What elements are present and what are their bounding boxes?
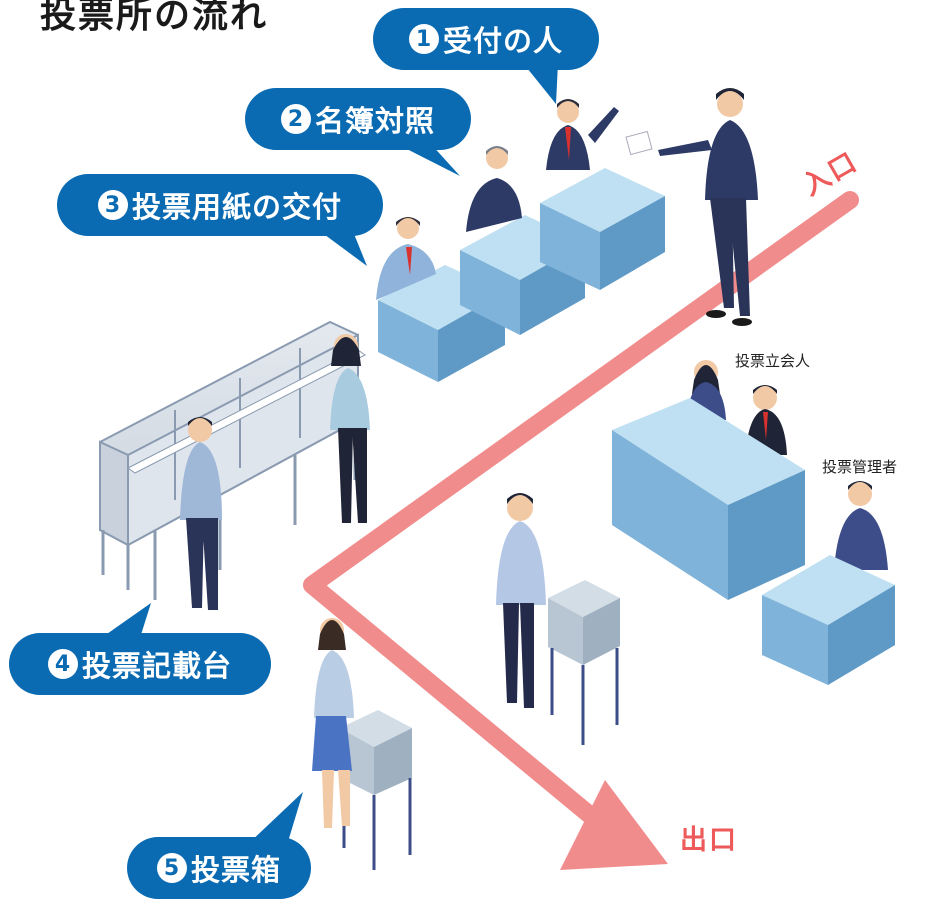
step-label: 投票記載台 [81, 649, 232, 683]
step-number: 5 [156, 853, 187, 883]
route-path [303, 191, 859, 870]
booth-voters [180, 334, 370, 610]
exit-arrowhead [560, 780, 668, 870]
step-number: 2 [280, 104, 311, 134]
step-bubble-5: 5 投票箱 [127, 792, 311, 899]
step-bubble-1: 1 受付の人 [373, 8, 599, 104]
step-label: 投票用紙の交付 [131, 190, 342, 224]
step-bubble-3: 3 投票用紙の交付 [57, 174, 383, 266]
official-tables [612, 360, 895, 685]
bubble-shape [245, 88, 471, 176]
witness-label: 投票立会人 [735, 352, 811, 370]
bubble-shape [9, 603, 271, 695]
entering-voter [625, 88, 758, 326]
step-bubble-2: 2 名簿対照 [245, 88, 471, 176]
step-label: 投票箱 [190, 853, 281, 887]
ballot-voters [312, 493, 546, 828]
voting-booths [99, 320, 366, 600]
step-bubble-4: 4 投票記載台 [9, 603, 271, 695]
step-number: 3 [97, 190, 128, 220]
bubble-shape [373, 8, 599, 104]
step-label: 名簿対照 [314, 104, 435, 138]
step-number: 4 [47, 649, 78, 679]
reception-staff [376, 99, 619, 300]
manager-label: 投票管理者 [822, 458, 898, 476]
page-title: 投票所の流れ [40, 0, 269, 36]
step-label: 受付の人 [442, 24, 563, 58]
step-number: 1 [408, 24, 439, 54]
bubble-shape [57, 174, 383, 266]
bubble-shape [127, 792, 311, 899]
exit-label: 出口 [680, 825, 738, 856]
reception-desks [378, 168, 665, 382]
